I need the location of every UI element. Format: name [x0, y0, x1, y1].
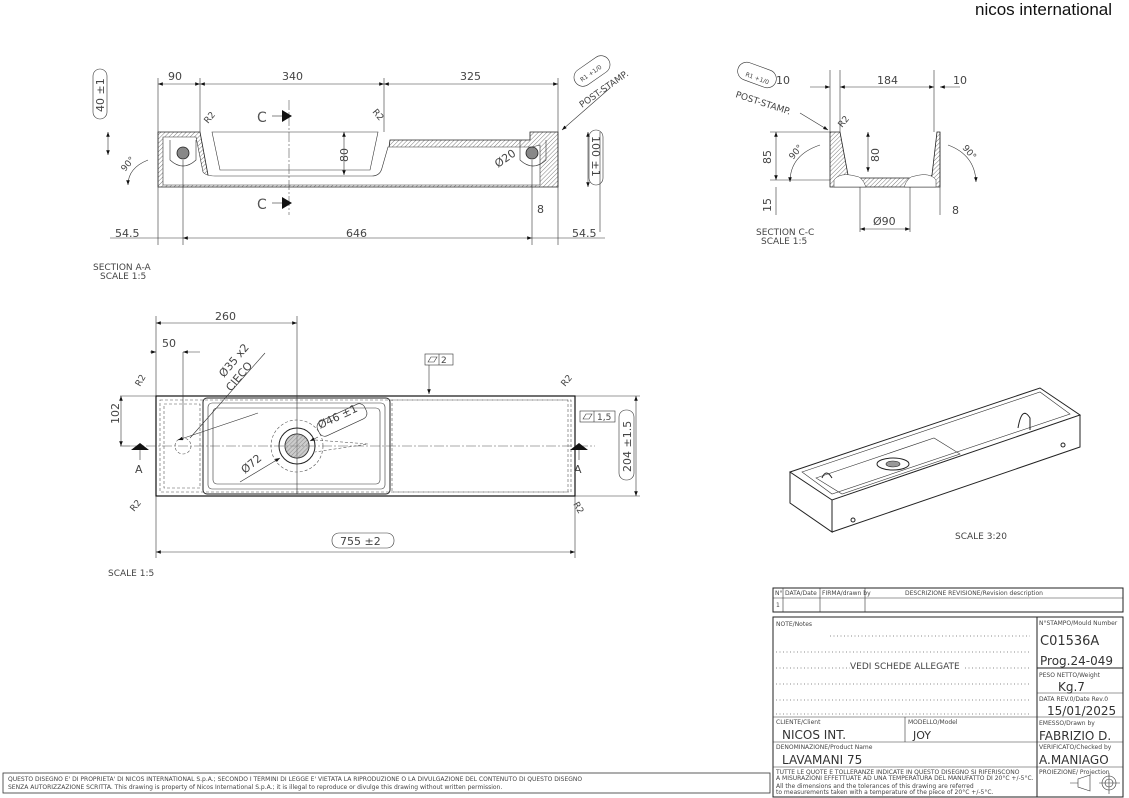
section-aa-view: 90 340 325 80 40 ±1 100 ±1 54.5 646 54.5…	[92, 55, 631, 282]
section-cc-scale: SCALE 1:5	[761, 237, 807, 247]
model-label: MODELLO/Model	[908, 719, 958, 726]
dim-10-right: 10	[953, 74, 967, 87]
dim-dia72: Ø72	[239, 452, 265, 477]
product-name-label: DENOMINAZIONE/Product Name	[776, 744, 873, 751]
dim-8: 8	[952, 204, 959, 217]
dim-100: 100 ±1	[589, 136, 602, 177]
dim-260: 260	[215, 310, 236, 323]
radius-r2-top-right: R2	[560, 373, 575, 389]
section-aa-scale: SCALE 1:5	[100, 272, 146, 282]
section-aa-title: SECTION A-A	[93, 263, 152, 273]
radius-r2: R2	[837, 114, 852, 130]
date-label: DATA REV.0/Date Rev.0	[1039, 696, 1108, 703]
prog-number: Prog.24-049	[1040, 654, 1113, 668]
plan-view: 260 50 Ø35 x2 CIECO 102 Ø46 ±1 Ø72 755 ±…	[108, 310, 640, 579]
dim-54-5-right: 54.5	[572, 227, 597, 240]
tolerance-note-en-1: All the dimensions and the tolerances of…	[776, 783, 974, 790]
checked-by-value: A.MANIAGO	[1039, 753, 1109, 767]
radius-r1-label: R1 +1/0	[744, 71, 770, 86]
ownership-disclaimer: QUESTO DISEGNO E' DI PROPRIETA' DI NICOS…	[2, 772, 771, 794]
dim-184: 184	[877, 74, 898, 87]
rev-row-no: 1	[776, 602, 780, 609]
radius-r2: R2	[203, 110, 218, 126]
radius-r2-bottom-right: R2	[570, 501, 585, 516]
drawn-by-label: EMESSO/Drawn by	[1039, 720, 1095, 727]
client-label: CLIENTE/Client	[776, 719, 821, 726]
dim-dia46: Ø46 ±1	[316, 402, 360, 432]
isometric-view: SCALE 3:20	[788, 387, 1082, 542]
dim-90: 90	[168, 70, 182, 83]
weight-label: PESO NETTO/Weight	[1039, 672, 1101, 679]
section-marker-a-right: A	[574, 463, 582, 476]
date-value: 15/01/2025	[1047, 704, 1116, 718]
iso-view-scale: SCALE 3:20	[955, 532, 1007, 542]
rev-col-date: DATA/Date	[785, 590, 817, 597]
disclaimer-line-1: QUESTO DISEGNO E' DI PROPRIETA' DI NICOS…	[8, 776, 582, 783]
angle-90-left: 90°	[788, 143, 806, 162]
section-marker-a-left: A	[135, 463, 143, 476]
section-marker-c-top: C	[257, 110, 267, 126]
tolerance-note-it-2: A MISURAZIONI EFFETTUATE AD UNA TEMPERAT…	[776, 775, 1034, 782]
dim-50: 50	[162, 337, 176, 350]
drawn-by-value: FABRIZIO D.	[1039, 729, 1111, 743]
dim-15: 15	[761, 198, 774, 212]
product-name-value: LAVAMANI 75	[782, 753, 862, 767]
angle-90: 90°	[120, 155, 138, 174]
model-value: JOY	[912, 729, 931, 742]
mould-number-label: N°STAMPO/Mould Number	[1039, 620, 1118, 627]
first-angle-projection-icon	[1070, 773, 1120, 794]
dim-10-left: 10	[776, 74, 790, 87]
dim-8: 8	[537, 203, 544, 216]
section-marker-c-bottom: C	[257, 197, 267, 213]
radius-r2: R2	[370, 108, 385, 124]
dim-40: 40 ±1	[94, 78, 107, 112]
brand-logo: nicos international	[975, 0, 1112, 19]
dim-dia90: Ø90	[873, 215, 896, 228]
dim-80: 80	[869, 148, 882, 162]
checked-by-label: VERIFICATO/Checked by	[1039, 744, 1112, 751]
tolerance-note-en-2: to measurements taken with a temperature…	[776, 789, 994, 796]
dim-85: 85	[761, 150, 774, 164]
dim-102: 102	[109, 403, 122, 424]
dim-340: 340	[282, 70, 303, 83]
tolerance-note-it-1: TUTTE LE QUOTE E TOLLERANZE INDICATE IN …	[775, 769, 1020, 776]
dim-325: 325	[460, 70, 481, 83]
rev-col-desc: DESCRIZIONE REVISIONE/Revision descripti…	[905, 590, 1043, 597]
section-cc-view: 10 184 10 85 80 15 Ø90 8 R2 90° 90° R1 +…	[734, 61, 978, 247]
rev-col-drawn: FIRMA/drawn by	[822, 590, 871, 597]
client-value: NICOS INT.	[782, 728, 846, 742]
plan-view-scale: SCALE 1:5	[108, 569, 154, 579]
dim-80: 80	[338, 148, 351, 162]
post-stamp-label: POST-STAMP.	[734, 90, 792, 117]
notes-label: NOTE/Notes	[776, 621, 812, 628]
flatness-2: 2	[441, 356, 447, 366]
section-cc-title: SECTION C-C	[756, 228, 814, 238]
flatness-1-5: 1,5	[597, 413, 611, 423]
title-block: N° DATA/Date FIRMA/drawn by DESCRIZIONE …	[772, 587, 1124, 798]
dim-54-5-left: 54.5	[115, 227, 140, 240]
disclaimer-line-2: SENZA AUTORIZZAZIONE SCRITTA. This drawi…	[8, 784, 502, 791]
dim-755: 755 ±2	[340, 535, 381, 548]
notes-text: VEDI SCHEDE ALLEGATE	[850, 662, 960, 672]
dim-646: 646	[346, 227, 367, 240]
projection-label: PROIEZIONE/ Projection	[1039, 769, 1110, 776]
radius-r2-top-left: R2	[134, 373, 149, 388]
weight-value: Kg.7	[1058, 680, 1085, 694]
mould-number-value: C01536A	[1040, 634, 1099, 649]
radius-r2-bottom-left: R2	[129, 498, 144, 514]
dim-204: 204 ±1.5	[621, 421, 634, 472]
rev-col-no: N°	[775, 590, 783, 597]
